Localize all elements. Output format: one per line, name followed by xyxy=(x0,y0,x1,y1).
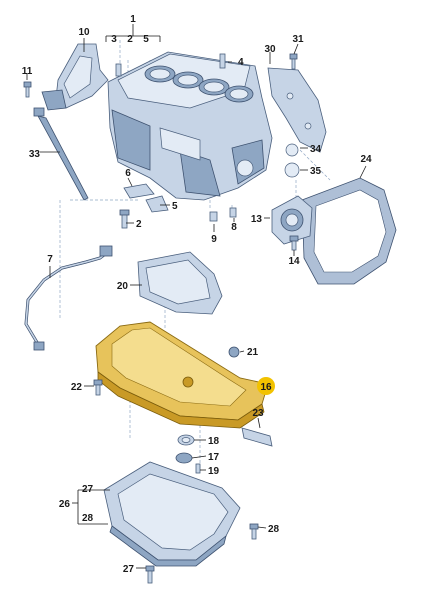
callout-18: 18 xyxy=(208,436,220,447)
callout-27-upper: 27 xyxy=(82,484,94,495)
part-9-plug xyxy=(209,211,218,222)
callout-8: 8 xyxy=(231,222,237,233)
part-30-cover-plate xyxy=(267,67,327,153)
callout-2: 2 xyxy=(136,219,142,230)
part-20-baffle xyxy=(137,251,223,315)
engine-block xyxy=(107,51,273,201)
callout-20: 20 xyxy=(117,281,129,292)
callout-14: 14 xyxy=(288,256,300,267)
callout-16-highlight xyxy=(257,377,275,395)
part-21-bolt xyxy=(228,346,240,358)
part-10-bracket xyxy=(41,43,109,111)
part-33-dipstick xyxy=(33,107,89,201)
callout-35: 35 xyxy=(310,166,322,177)
callout-24: 24 xyxy=(360,154,372,165)
part-14-bolt xyxy=(289,235,299,251)
part-17-drain-plug xyxy=(175,452,193,464)
part-27-bolt xyxy=(145,565,155,584)
callout-6: 6 xyxy=(125,168,131,179)
callout-26: 26 xyxy=(59,499,71,510)
callout-30: 30 xyxy=(264,44,276,55)
part-28-bolt xyxy=(249,523,259,540)
part-26-lower-cover xyxy=(103,461,241,567)
part-19-washer xyxy=(195,463,201,474)
part-4-bolt xyxy=(219,53,226,69)
callout-34: 34 xyxy=(310,144,322,155)
callout-21: 21 xyxy=(247,347,259,358)
callout-23: 23 xyxy=(252,408,264,419)
part-11-bolt xyxy=(23,81,32,98)
part-18-seal xyxy=(177,434,195,446)
callout-5: 5 xyxy=(172,201,178,212)
callout-10: 10 xyxy=(78,27,90,38)
part-24-gasket xyxy=(301,177,397,285)
part-35-seal-ring xyxy=(284,162,300,178)
callout-2-top: 2 xyxy=(127,34,133,45)
part-16-oil-pan xyxy=(95,321,269,429)
part-3-pin xyxy=(115,63,122,77)
callout-17: 17 xyxy=(208,452,220,463)
part-34-seal-ring xyxy=(285,143,299,157)
callout-9: 9 xyxy=(211,234,217,245)
callout-28-lower: 28 xyxy=(82,513,94,524)
callout-1: 1 xyxy=(130,14,136,25)
callout-5-top: 5 xyxy=(143,34,149,45)
part-8-plug xyxy=(229,207,237,218)
part-23-sensor xyxy=(241,427,273,447)
callout-33: 33 xyxy=(29,149,41,160)
callout-11: 11 xyxy=(22,66,33,77)
callout-16: 16 xyxy=(260,382,272,393)
callout-4: 4 xyxy=(238,57,244,68)
part-13-seal-flange xyxy=(271,195,313,245)
callout-labels: 1 3 2 5 10 4 11 33 30 31 34 35 24 13 14 … xyxy=(22,14,372,575)
part-22-bolt xyxy=(93,379,103,396)
part-6-bearing-cap xyxy=(123,183,155,199)
callout-31: 31 xyxy=(292,34,304,45)
callout-28: 28 xyxy=(268,524,280,535)
callout-27: 27 xyxy=(123,564,135,575)
callout-22: 22 xyxy=(71,382,83,393)
callout-7: 7 xyxy=(47,254,53,265)
part-7-oil-line xyxy=(24,245,113,351)
callout-19: 19 xyxy=(208,466,220,477)
part-31-bolt xyxy=(289,53,298,70)
callout-13: 13 xyxy=(251,214,263,225)
leader-lines xyxy=(26,24,367,569)
part-2-bolt xyxy=(119,209,130,229)
part-5-bearing-cap xyxy=(145,195,169,213)
callout-3: 3 xyxy=(111,34,117,45)
